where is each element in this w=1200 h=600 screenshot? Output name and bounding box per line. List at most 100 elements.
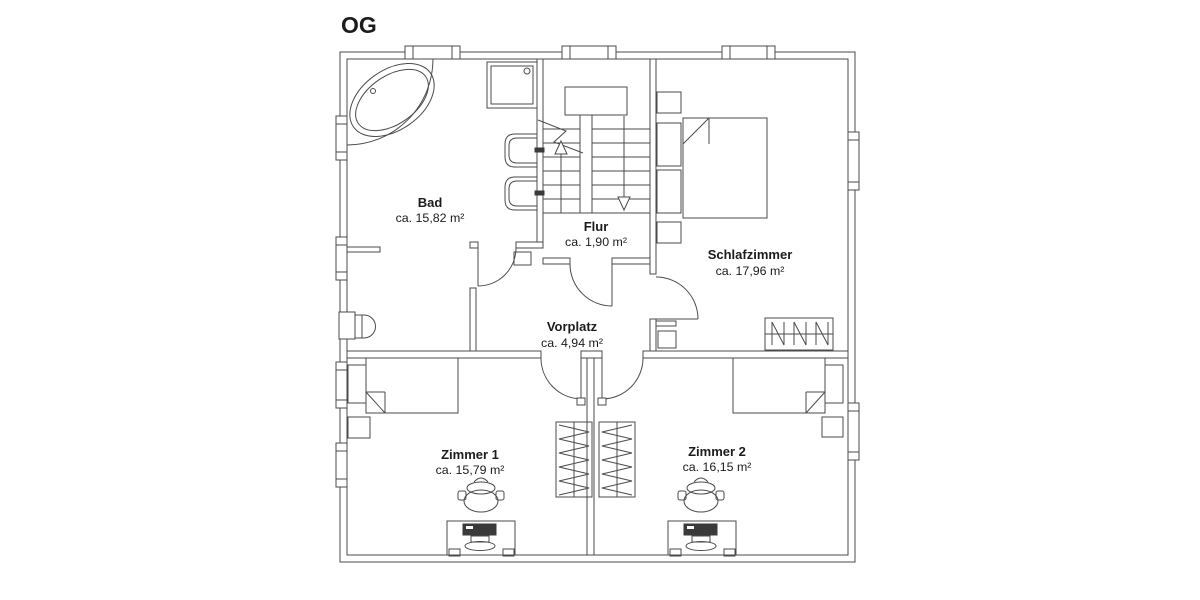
staircase — [537, 86, 650, 214]
chair-zimmer1 — [457, 477, 505, 513]
wardrobe-schlafzimmer — [764, 317, 834, 351]
chair-seat — [683, 489, 719, 513]
nightstand — [656, 91, 682, 114]
sink-1 — [504, 133, 545, 168]
room-name: Bad — [418, 195, 443, 210]
doors — [477, 247, 699, 406]
door-flur — [569, 263, 613, 307]
room-area: ca. 16,15 m² — [683, 460, 752, 474]
bed-schlafzimmer — [656, 91, 768, 244]
wall-partition-zimmer — [586, 357, 595, 556]
bed-body — [365, 357, 459, 414]
room-label-zimmer1: Zimmer 1 ca. 15,79 m² — [436, 447, 505, 477]
nightstand — [347, 416, 371, 439]
door-zimmer1 — [540, 357, 586, 406]
nightstand — [821, 416, 844, 438]
windows — [335, 45, 860, 488]
room-label-flur: Flur ca. 1,90 m² — [565, 219, 627, 249]
door-bad — [477, 247, 517, 287]
room-name: Zimmer 1 — [441, 447, 499, 462]
pillow — [824, 364, 844, 404]
blanket-fold — [805, 391, 826, 414]
window-left-zimmer1-lower — [335, 442, 348, 488]
stair-break-line — [537, 119, 584, 154]
door-zimmer2 — [597, 357, 644, 406]
wardrobe-zimmer1 — [555, 421, 593, 498]
stair-arrow-down — [617, 116, 631, 212]
desk-top — [446, 520, 516, 556]
wall-flur-south-right — [611, 257, 657, 265]
wall-stub-schlafzimmer — [655, 320, 677, 327]
chair-seat — [463, 489, 499, 513]
hanger-symbols — [771, 321, 829, 346]
wardrobe-zimmer2 — [598, 421, 636, 498]
monitor-base — [464, 541, 496, 551]
desk-zimmer2 — [667, 520, 737, 557]
wall-main-horizontal-center — [580, 350, 603, 359]
wall-vorplatz-west — [469, 287, 477, 359]
wall-stub-bad — [346, 246, 381, 253]
window-right-zimmer2 — [847, 402, 860, 461]
bed-body — [732, 357, 826, 414]
wall-bad-flur — [536, 58, 544, 249]
sink-tap — [534, 190, 545, 196]
room-name: Zimmer 2 — [688, 444, 746, 459]
desk-zimmer1 — [446, 520, 516, 557]
bed-zimmer1 — [347, 357, 459, 439]
room-area: ca. 4,94 m² — [541, 336, 603, 350]
room-label-schlafzimmer: Schlafzimmer ca. 17,96 m² — [708, 247, 793, 278]
shower — [486, 61, 538, 109]
desk-leg — [448, 548, 461, 557]
desk-leg — [669, 548, 682, 557]
plan-title: OG — [341, 12, 377, 38]
room-label-bad: Bad ca. 15,82 m² — [396, 195, 465, 225]
window-left-zimmer1-upper — [335, 361, 348, 409]
stair-arrow-up — [554, 139, 568, 213]
room-area: ca. 15,79 m² — [436, 463, 505, 477]
chair-back — [466, 481, 496, 495]
desk-top — [667, 520, 737, 556]
nightstand — [656, 221, 682, 244]
window-top-flur — [561, 45, 617, 60]
shaft-box-vorplatz — [513, 251, 532, 266]
pillow — [656, 122, 682, 167]
toilet-tank — [338, 311, 356, 340]
desk-leg — [502, 548, 515, 557]
wall-schlafzimmer-west-upper — [649, 58, 657, 275]
sink-tap — [534, 147, 545, 153]
shower-drain — [523, 67, 531, 75]
blanket-fold — [365, 391, 386, 414]
stair-landing — [564, 86, 628, 116]
room-name: Flur — [584, 219, 609, 234]
window-right-schlafzimmer — [847, 131, 860, 191]
chair-back — [686, 481, 716, 495]
room-label-zimmer2: Zimmer 2 ca. 16,15 m² — [683, 444, 752, 474]
door-schlafzimmer — [655, 276, 699, 320]
interior-walls — [346, 58, 849, 556]
toilet — [338, 311, 376, 340]
room-area: ca. 17,96 m² — [716, 264, 785, 278]
wall-flur-south-left — [542, 257, 571, 265]
tub-drain — [370, 88, 376, 94]
keyboard — [683, 523, 718, 536]
toilet-bowl — [354, 314, 376, 339]
room-name: Vorplatz — [547, 319, 598, 334]
room-area: ca. 15,82 m² — [396, 211, 465, 225]
desk-leg — [723, 548, 736, 557]
bed-body — [682, 117, 768, 219]
room-name: Schlafzimmer — [708, 247, 793, 262]
bathtub — [346, 58, 435, 146]
wall-main-horizontal-west — [346, 350, 542, 359]
pillow — [656, 169, 682, 214]
sink-2 — [504, 176, 545, 211]
hanger-symbols — [601, 424, 633, 496]
window-left-bad-lower — [335, 236, 348, 281]
wall-bad-south-right — [515, 241, 544, 249]
door-leaf-cap — [597, 397, 607, 406]
keyboard — [462, 523, 497, 536]
blanket-fold — [682, 117, 710, 145]
hanger-symbols — [558, 424, 590, 496]
door-leaf-cap — [576, 397, 586, 406]
